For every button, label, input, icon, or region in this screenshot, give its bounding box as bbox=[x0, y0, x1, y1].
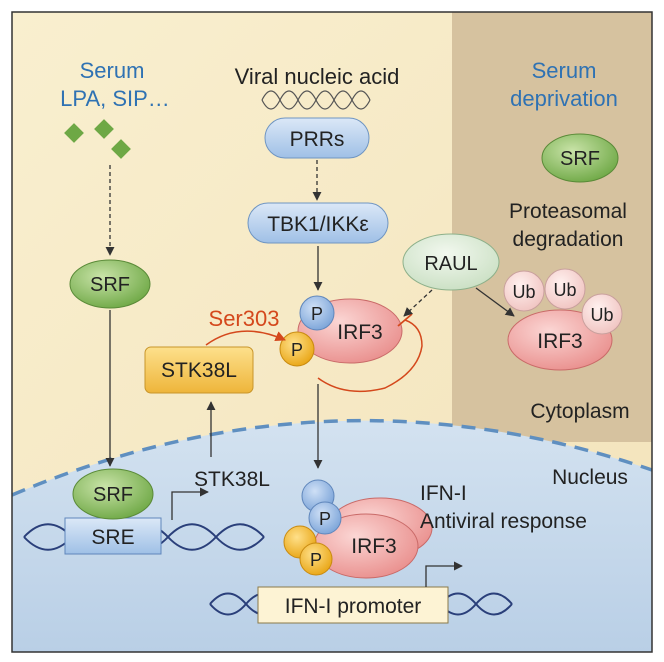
stk38l-transcription-arrow bbox=[171, 487, 209, 520]
serum-ligands bbox=[64, 119, 131, 159]
ifn-promoter-box bbox=[257, 586, 449, 624]
serum-subtitle: LPA, SIP… bbox=[60, 86, 170, 111]
arrow-stk38l-to-ser303 bbox=[205, 330, 286, 346]
tbk1-ikke-label: TBK1/IKKε bbox=[267, 213, 369, 236]
viral-nucleic-acid-label: Viral nucleic acid bbox=[235, 64, 400, 89]
phospho-yellow-nucleus-label: P bbox=[310, 550, 322, 570]
ifn-transcription-arrow bbox=[425, 561, 463, 587]
ub-1 bbox=[503, 270, 545, 312]
proteasomal-label: Proteasomal bbox=[509, 200, 627, 223]
serum-deprivation-title: Serum bbox=[532, 58, 597, 83]
irf3-feedback-inhibition bbox=[317, 319, 423, 393]
degradation-label: degradation bbox=[513, 228, 624, 251]
serum-title: Serum bbox=[80, 58, 145, 83]
srf-cytoplasm-label: SRF bbox=[90, 274, 130, 296]
phospho-blue-nucleus bbox=[308, 501, 342, 535]
ub-1-label: Ub bbox=[512, 282, 535, 302]
irf3-nucleus-label: IRF3 bbox=[351, 535, 397, 558]
ub-2-label: Ub bbox=[553, 280, 576, 300]
antiviral-response-label: Antiviral response bbox=[420, 510, 587, 533]
serum-deprivation-subtitle: deprivation bbox=[510, 86, 618, 111]
stk38l-label: STK38L bbox=[161, 359, 237, 382]
sre-box bbox=[64, 517, 162, 555]
cytoplasm-label: Cytoplasm bbox=[530, 400, 629, 423]
raul-label: RAUL bbox=[424, 253, 477, 275]
phospho-yellow-cytoplasm bbox=[279, 331, 315, 367]
irf3-cytoplasm-label: IRF3 bbox=[337, 321, 383, 344]
phospho-blue-cytoplasm bbox=[299, 295, 335, 331]
right-panel-background bbox=[452, 12, 652, 442]
raul-to-irf3-dashed bbox=[403, 289, 433, 317]
nucleus-label: Nucleus bbox=[552, 466, 628, 489]
ser303-label: Ser303 bbox=[209, 306, 280, 331]
srf-right-label: SRF bbox=[560, 148, 600, 170]
irf3-degraded-label: IRF3 bbox=[537, 330, 583, 353]
raul-node bbox=[402, 233, 500, 291]
tbk1-ikke-node bbox=[247, 202, 389, 244]
phospho-blue-label: P bbox=[311, 304, 323, 324]
ub-3 bbox=[581, 293, 623, 335]
ifn-i-label: IFN-I bbox=[420, 482, 467, 505]
raul-to-irf3-degradation bbox=[475, 287, 515, 317]
phospho-yellow-nucleus bbox=[299, 542, 333, 576]
phospho-blue-nucleus-label: P bbox=[319, 509, 331, 529]
ub-3-label: Ub bbox=[590, 305, 613, 325]
stk38l-gene-label: STK38L bbox=[194, 468, 270, 491]
phospho-yellow-label: P bbox=[291, 340, 303, 360]
srf-cytoplasm-node bbox=[69, 259, 151, 309]
prrs-node bbox=[264, 117, 370, 159]
stk38l-node bbox=[144, 346, 254, 394]
prrs-label: PRRs bbox=[290, 128, 345, 151]
srf-nucleus-label: SRF bbox=[93, 484, 133, 506]
srf-nucleus-node bbox=[72, 468, 154, 520]
ifn-promoter-label: IFN-I promoter bbox=[285, 595, 422, 618]
nuclear-membrane bbox=[11, 418, 653, 497]
figure-border bbox=[11, 11, 653, 653]
viral-rna-helix bbox=[261, 90, 371, 110]
ub-2 bbox=[544, 268, 586, 310]
srf-right-node bbox=[541, 133, 619, 183]
sre-label: SRE bbox=[91, 526, 134, 549]
